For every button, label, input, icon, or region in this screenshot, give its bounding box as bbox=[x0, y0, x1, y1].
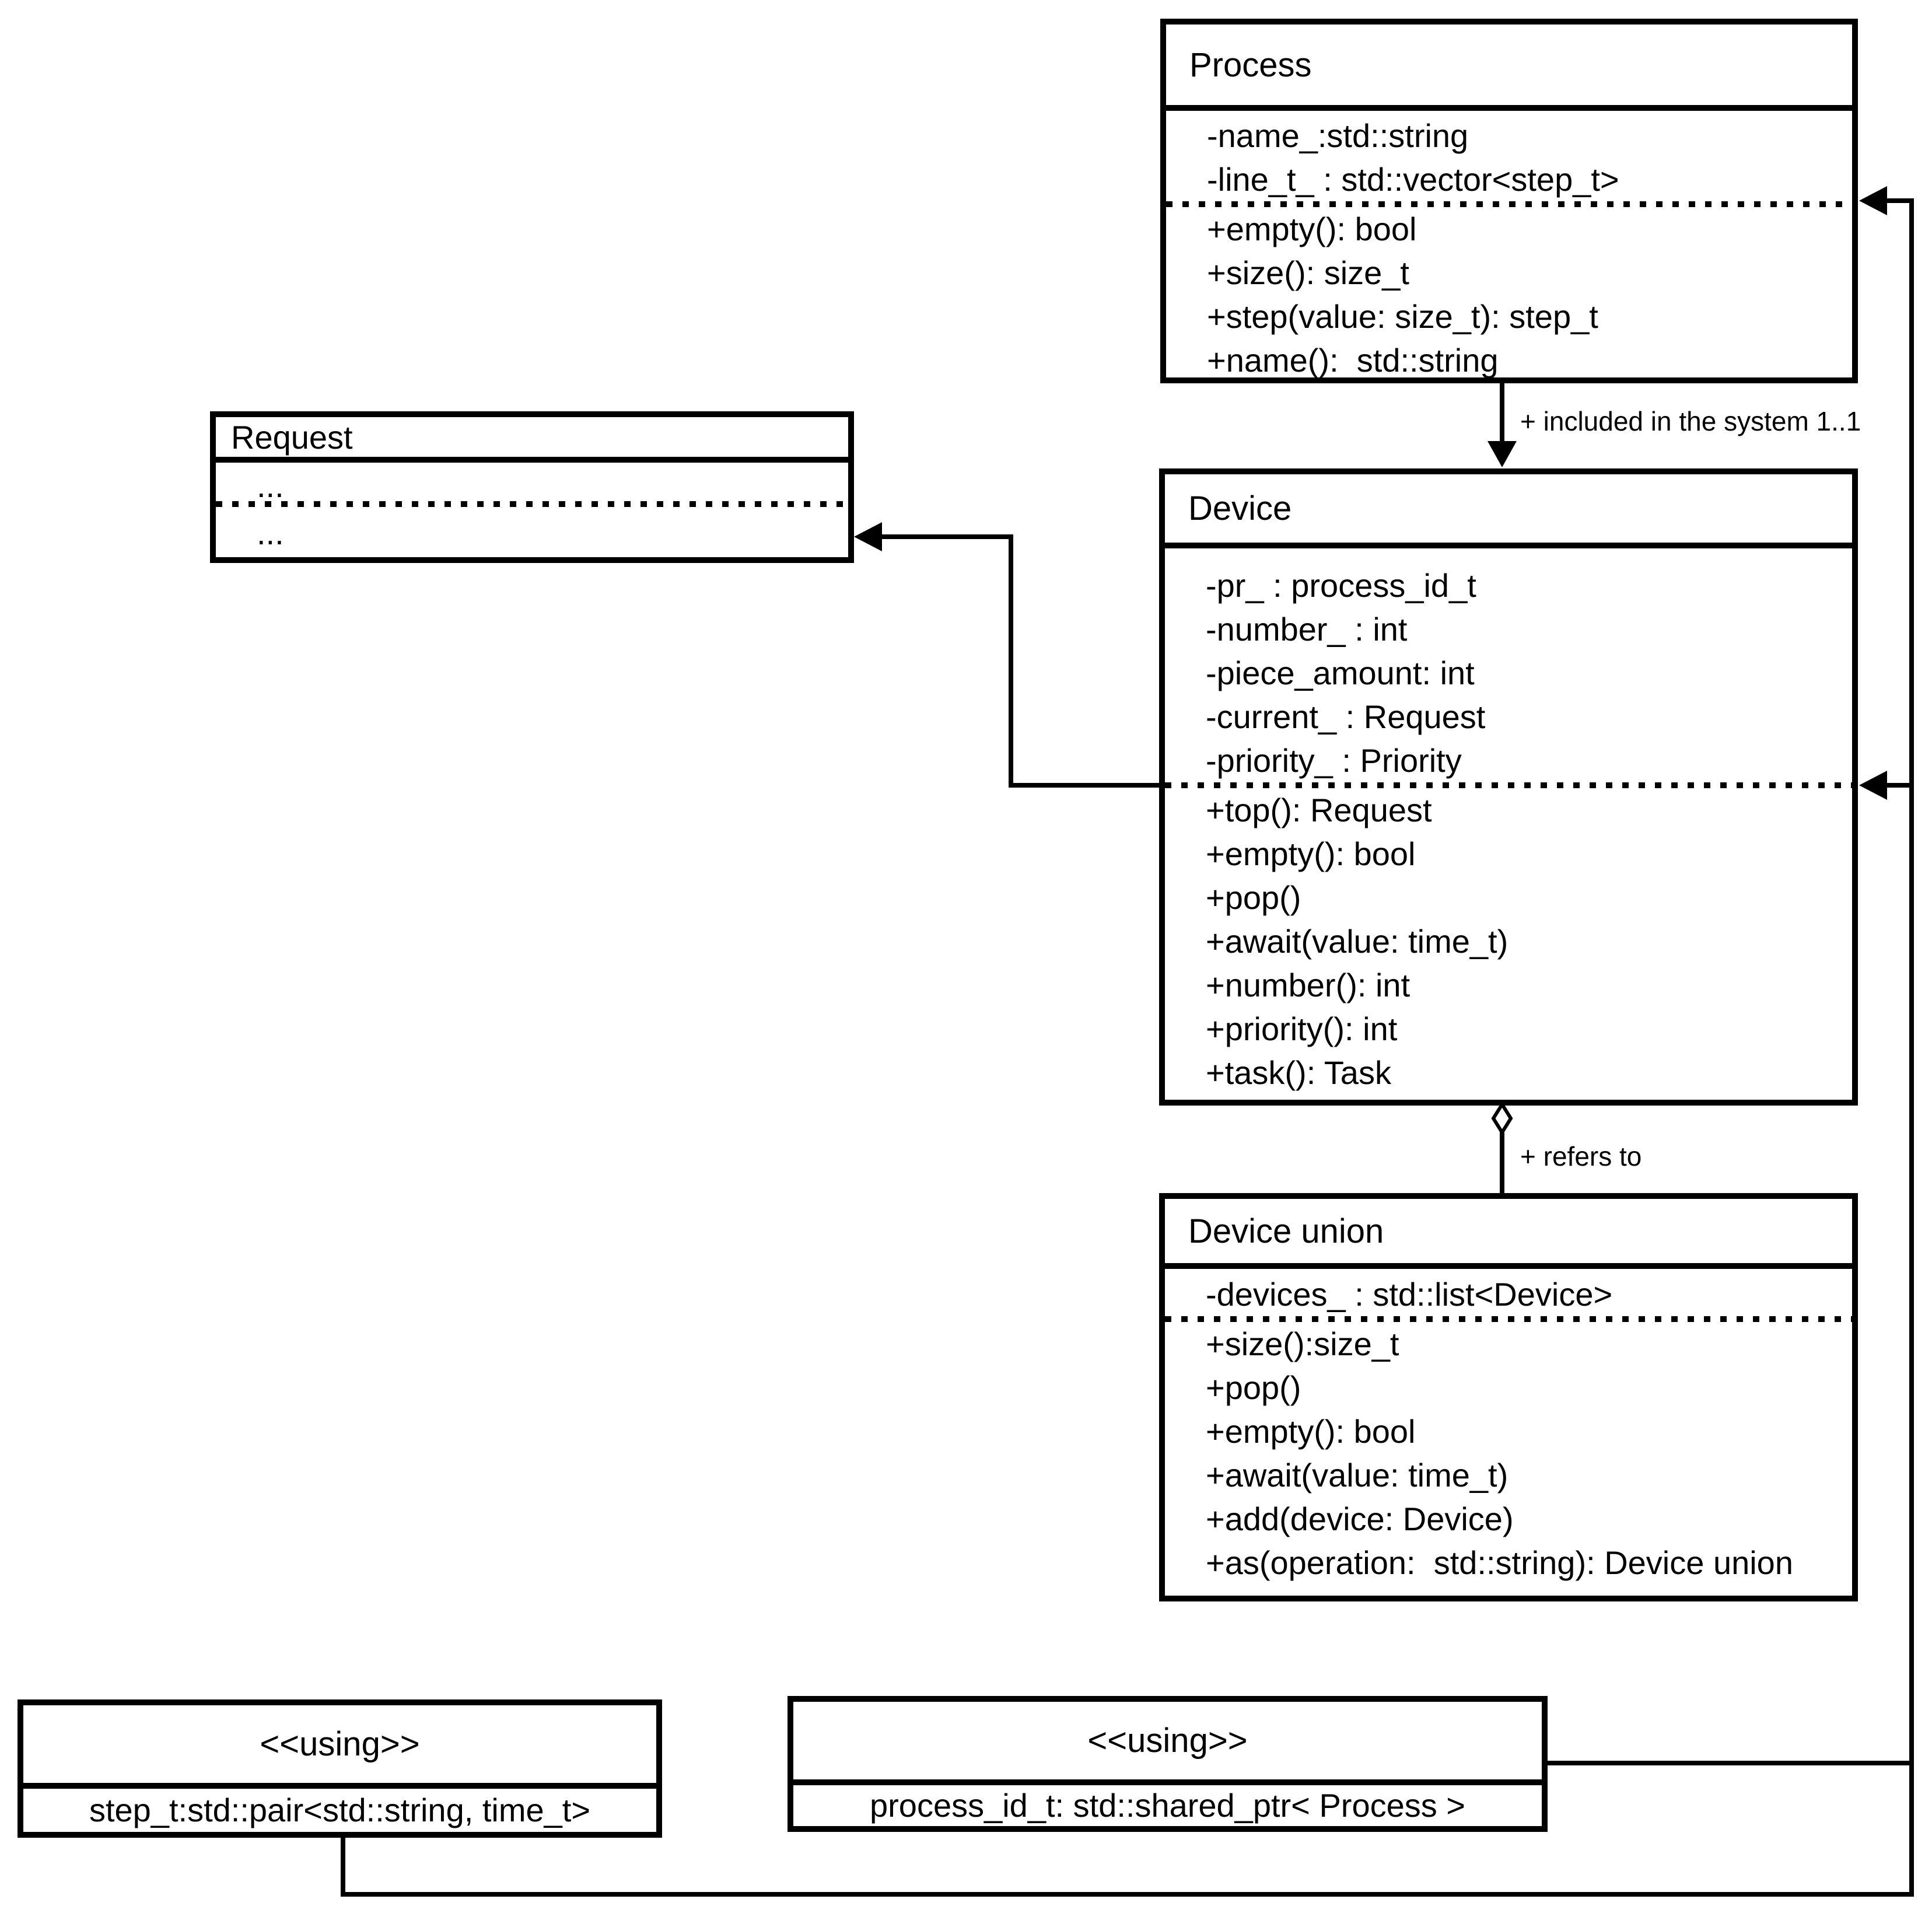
class-title-process: Process bbox=[1166, 25, 1852, 111]
device-method-row: +await(value: time_t) bbox=[1206, 923, 1508, 960]
using-stereotype: <<using>> bbox=[793, 1702, 1542, 1785]
using-process-id-definition: process_id_t: std::shared_ptr< Process > bbox=[870, 1787, 1465, 1824]
device-method-row: +priority(): int bbox=[1206, 1010, 1398, 1047]
class-title-device: Device bbox=[1165, 474, 1852, 548]
using-box-step-t: <<using>> step_t:std::pair<std::string, … bbox=[18, 1699, 662, 1838]
device-method-row: +top(): Request bbox=[1206, 792, 1432, 828]
dotted-separator bbox=[216, 501, 848, 507]
using-stereotype: <<using>> bbox=[23, 1705, 656, 1789]
device-arrowhead-icon bbox=[1859, 771, 1887, 800]
device-union-method-row: +empty(): bool bbox=[1206, 1413, 1416, 1450]
using-step-definition: step_t:std::pair<std::string, time_t> bbox=[89, 1792, 591, 1828]
process-method-row: +empty(): bool bbox=[1207, 211, 1417, 247]
device-attribute-row: -priority_ : Priority bbox=[1206, 742, 1462, 779]
device-method-row: +empty(): bool bbox=[1206, 835, 1416, 872]
device-union-method-row: +pop() bbox=[1206, 1369, 1301, 1406]
device-union-method-row: +add(device: Device) bbox=[1206, 1501, 1514, 1537]
request-arrowhead-icon bbox=[854, 522, 882, 551]
class-box-request: Request ... ... bbox=[210, 411, 854, 563]
device-attribute-row: -number_ : int bbox=[1206, 611, 1408, 648]
device-method-row: +task(): Task bbox=[1206, 1054, 1391, 1091]
class-box-device-union: Device union -devices_ : std::list<Devic… bbox=[1159, 1193, 1858, 1601]
dotted-separator bbox=[1166, 201, 1852, 207]
process-attribute-row: -name_:std::string bbox=[1207, 117, 1469, 154]
class-box-process: Process -name_:std::string -line_t_ : st… bbox=[1160, 19, 1858, 383]
process-arrowhead-icon bbox=[1859, 186, 1887, 215]
aggregation-diamond-icon bbox=[1491, 1101, 1513, 1136]
device-union-method-row: +size():size_t bbox=[1206, 1326, 1399, 1362]
using-trunk-connector bbox=[341, 198, 1914, 1897]
device-union-method-row: +await(value: time_t) bbox=[1206, 1457, 1508, 1494]
device-request-connector bbox=[881, 534, 1159, 788]
dotted-separator bbox=[1165, 1316, 1852, 1322]
device-method-row: +number(): int bbox=[1206, 967, 1410, 1003]
request-attribute-row: ... bbox=[257, 467, 284, 504]
process-attribute-row: -line_t_ : std::vector<step_t> bbox=[1207, 161, 1619, 198]
device-attribute-row: -current_ : Request bbox=[1206, 698, 1486, 735]
device-union-attribute-row: -devices_ : std::list<Device> bbox=[1206, 1276, 1613, 1313]
device-attribute-row: -piece_amount: int bbox=[1206, 655, 1475, 691]
relation-label-refers-to: + refers to bbox=[1520, 1141, 1642, 1171]
process-method-row: +step(value: size_t): step_t bbox=[1207, 298, 1598, 335]
device-attribute-row: -pr_ : process_id_t bbox=[1206, 567, 1476, 604]
class-box-device: Device -pr_ : process_id_t -number_ : in… bbox=[1159, 468, 1858, 1106]
device-union-method-row: +as(operation: std::string): Device unio… bbox=[1206, 1544, 1793, 1581]
process-method-row: +name(): std::string bbox=[1207, 342, 1499, 379]
using-box-process-id-t: <<using>> process_id_t: std::shared_ptr<… bbox=[788, 1696, 1548, 1832]
class-title-request: Request bbox=[216, 417, 848, 463]
request-method-row: ... bbox=[257, 515, 284, 551]
relation-label-included-in-system: + included in the system 1..1 bbox=[1520, 406, 1861, 436]
device-method-row: +pop() bbox=[1206, 879, 1301, 916]
process-device-arrowhead-icon bbox=[1488, 441, 1517, 467]
dotted-separator bbox=[1165, 782, 1852, 788]
process-method-row: +size(): size_t bbox=[1207, 254, 1409, 291]
class-title-device-union: Device union bbox=[1165, 1199, 1852, 1269]
